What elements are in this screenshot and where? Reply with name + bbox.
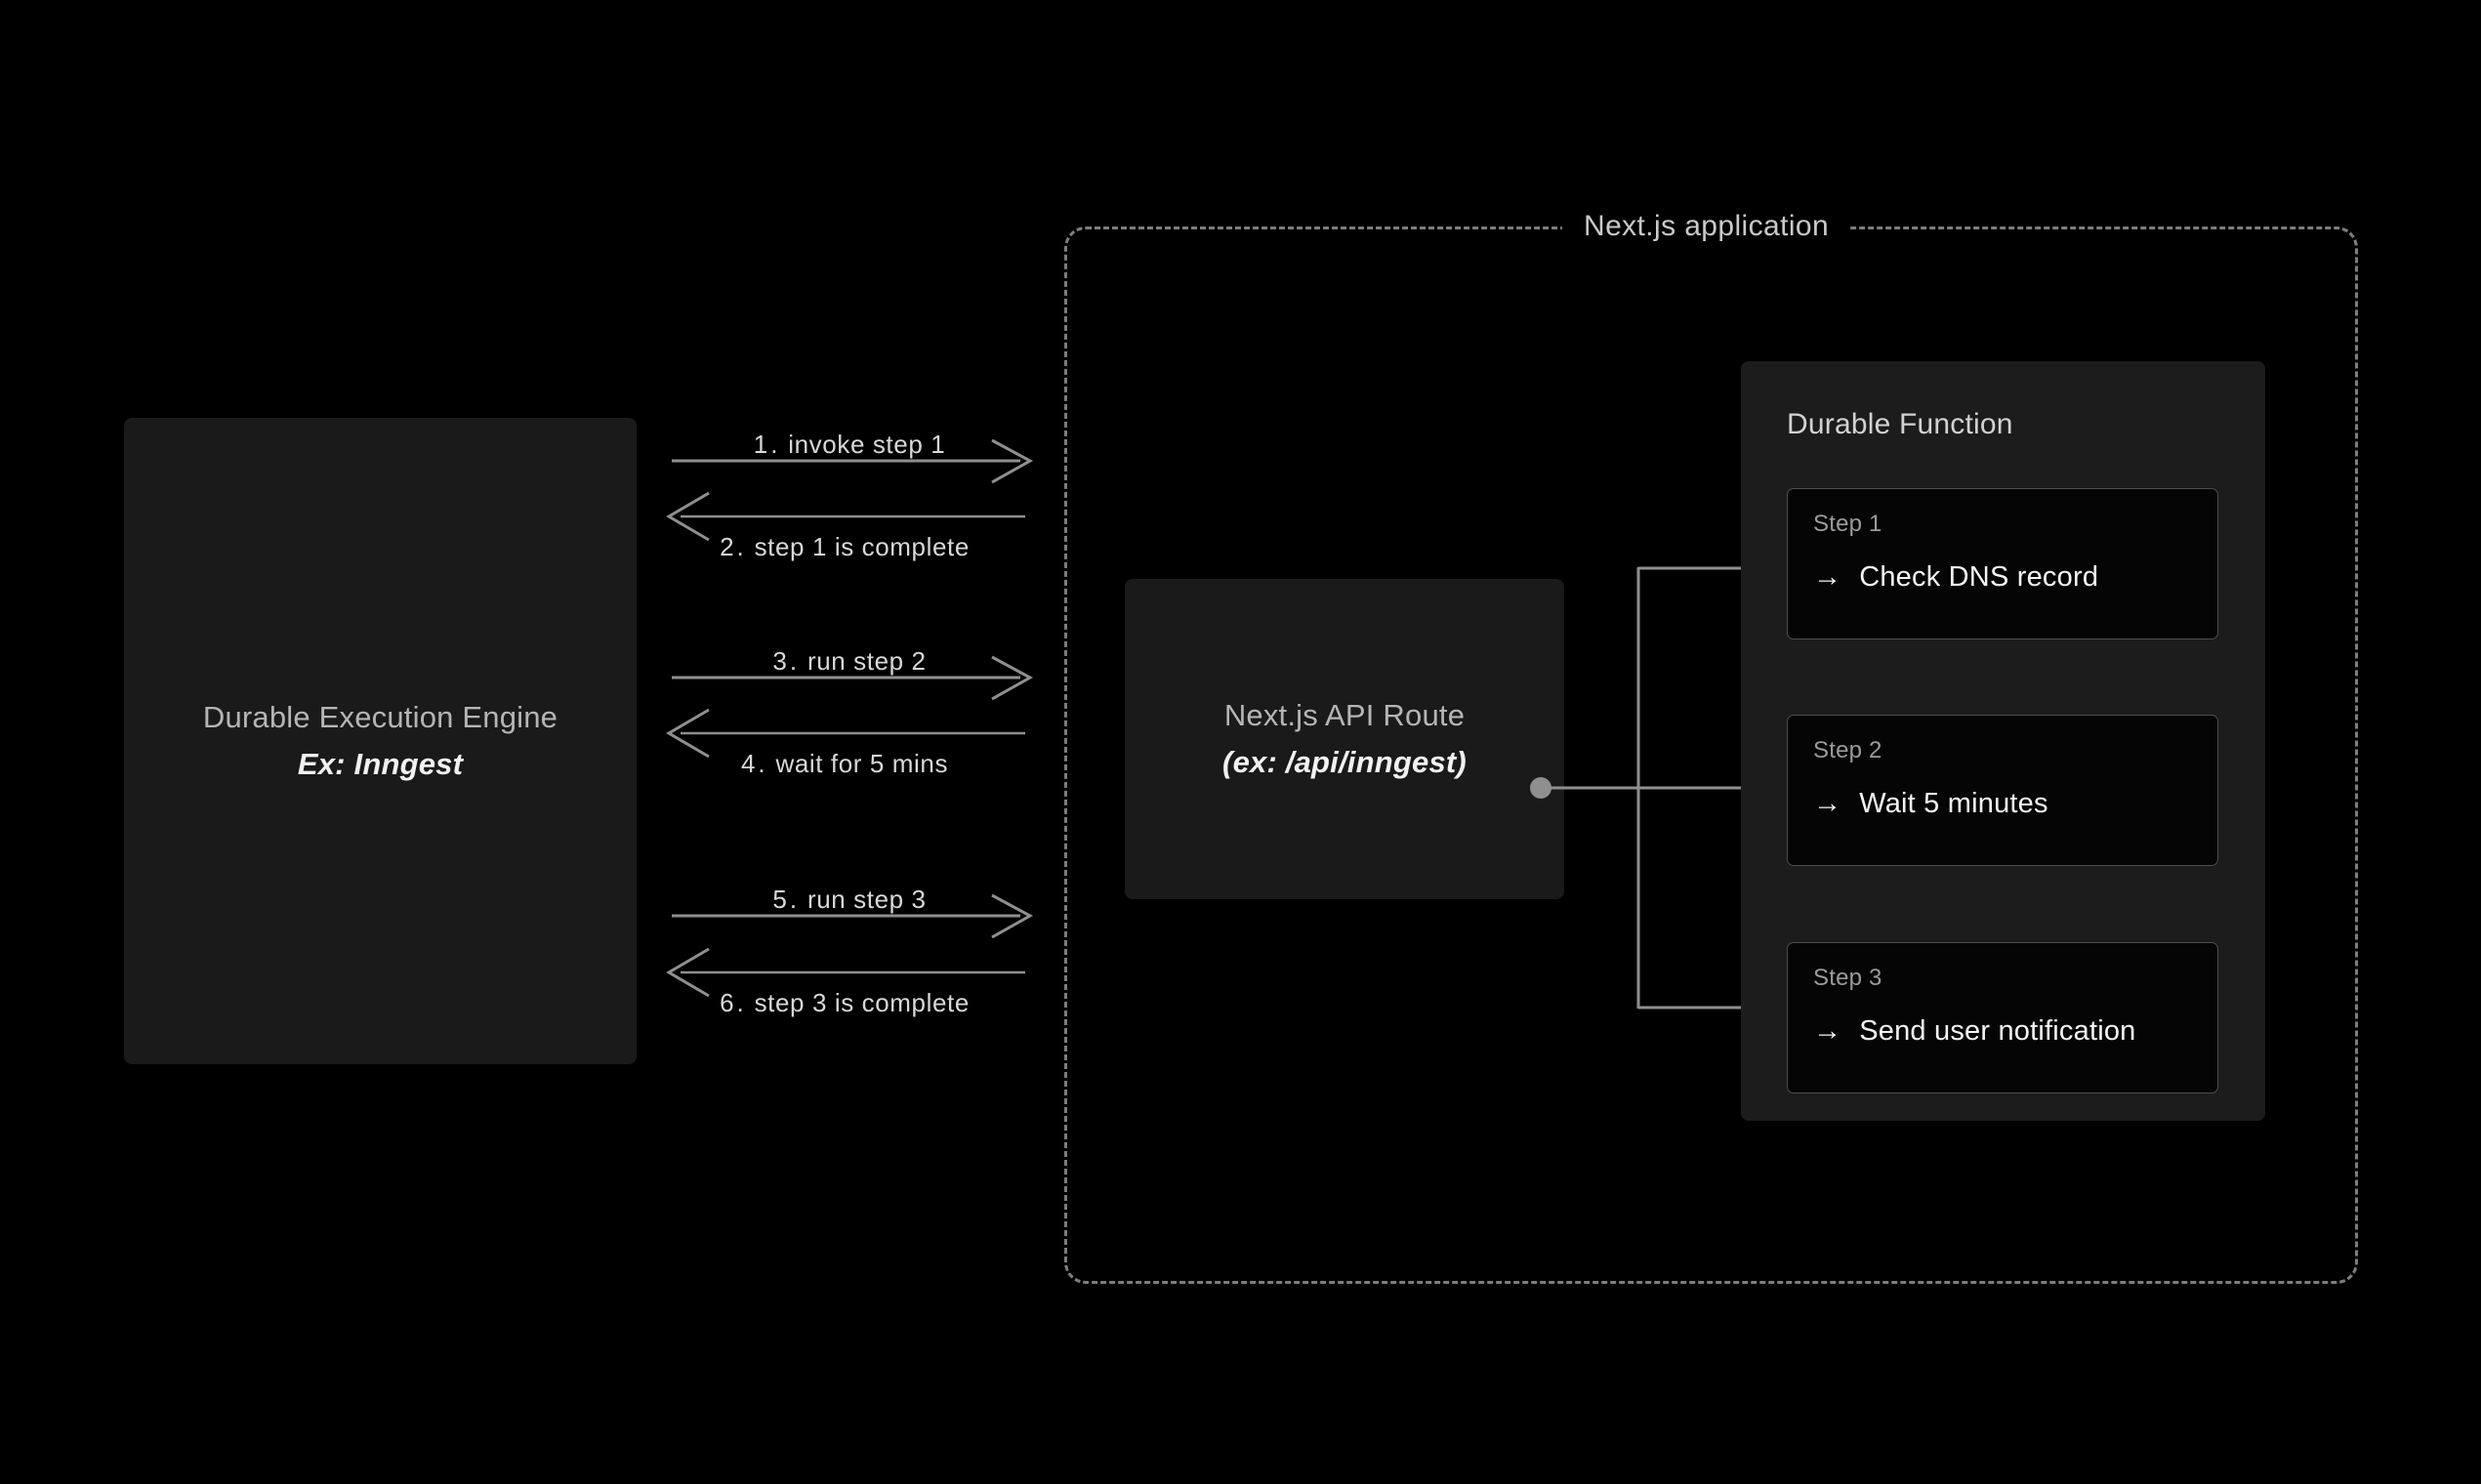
durable-execution-engine-subtitle: Ex: Inngest <box>297 747 464 781</box>
sequence-arrow-number-6: 6. <box>720 988 747 1017</box>
sequence-arrow-text-6: step 3 is complete <box>754 988 970 1017</box>
nextjs-api-route-title: Next.js API Route <box>1223 698 1466 733</box>
sequence-arrow-text-1: invoke step 1 <box>788 430 946 459</box>
sequence-arrow-number-3: 3. <box>772 646 801 676</box>
step-card-2-action: → Wait 5 minutes <box>1813 788 2048 820</box>
sequence-arrow-number-2: 2. <box>720 532 747 561</box>
step-card-3-action: → Send user notification <box>1813 1015 2136 1048</box>
arrow-right-icon: → <box>1813 561 1842 593</box>
sequence-arrow-label-2: 2. step 1 is complete <box>640 532 1050 562</box>
sequence-arrow-label-4: 4. wait for 5 mins <box>640 749 1050 779</box>
step-card-3-label: Step 3 <box>1813 965 1882 991</box>
step-card-2-action-text: Wait 5 minutes <box>1859 788 2048 819</box>
durable-execution-engine-box: Durable Execution Engine Ex: Inngest <box>124 418 637 1064</box>
step-card-1[interactable]: Step 1 → Check DNS record <box>1787 488 2218 639</box>
arrow-right-icon: → <box>1813 1015 1842 1047</box>
nextjs-api-route-path: (ex: /api/inngest) <box>1222 745 1467 779</box>
sequence-arrow-label-3: 3. run step 2 <box>644 646 1054 677</box>
step-card-1-action: → Check DNS record <box>1813 561 2098 594</box>
step-card-1-label: Step 1 <box>1813 511 1882 537</box>
sequence-arrow-number-5: 5. <box>772 885 801 914</box>
durable-function-title: Durable Function <box>1787 408 2013 440</box>
step-card-2-label: Step 2 <box>1813 737 1882 763</box>
sequence-arrow-text-2: step 1 is complete <box>754 532 970 561</box>
sequence-arrow-label-5: 5. run step 3 <box>644 885 1054 915</box>
step-card-2[interactable]: Step 2 → Wait 5 minutes <box>1787 715 2218 866</box>
sequence-arrow-text-5: run step 3 <box>806 885 927 914</box>
sequence-arrow-number-1: 1. <box>753 430 781 459</box>
nextjs-api-route-box: Next.js API Route (ex: /api/inngest) <box>1125 579 1564 899</box>
durable-execution-engine-title: Durable Execution Engine <box>202 700 558 735</box>
arrow-right-icon: → <box>1813 788 1842 819</box>
sequence-arrow-text-3: run step 2 <box>806 646 927 676</box>
nextjs-application-label: Next.js application <box>1562 195 1851 258</box>
sequence-arrow-text-4: wait for 5 mins <box>775 749 949 778</box>
sequence-arrow-label-1: 1. invoke step 1 <box>644 430 1054 460</box>
step-card-1-action-text: Check DNS record <box>1859 561 2099 593</box>
step-card-3-action-text: Send user notification <box>1859 1015 2136 1047</box>
sequence-arrow-number-4: 4. <box>740 749 768 778</box>
step-card-3[interactable]: Step 3 → Send user notification <box>1787 942 2218 1093</box>
sequence-arrow-label-6: 6. step 3 is complete <box>640 988 1050 1018</box>
